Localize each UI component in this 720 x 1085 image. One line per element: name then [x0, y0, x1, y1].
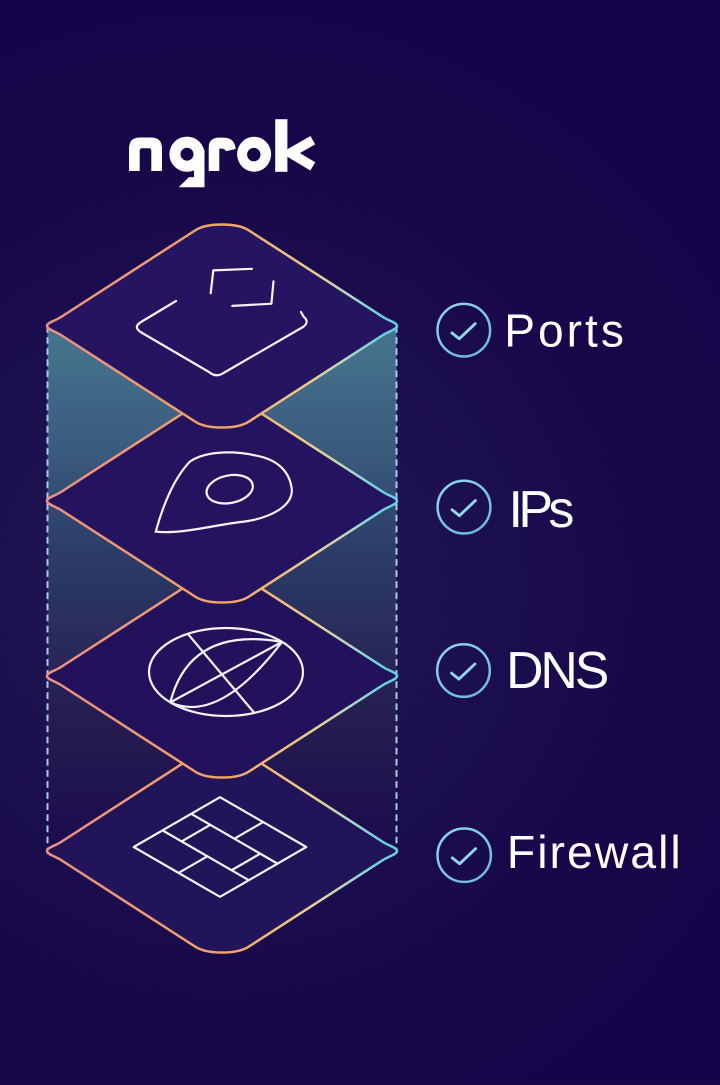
svg-text:Firewall: Firewall	[507, 826, 683, 878]
svg-text:DNS: DNS	[506, 641, 608, 699]
svg-text:IPs: IPs	[509, 481, 574, 539]
svg-text:Ports: Ports	[504, 305, 627, 357]
